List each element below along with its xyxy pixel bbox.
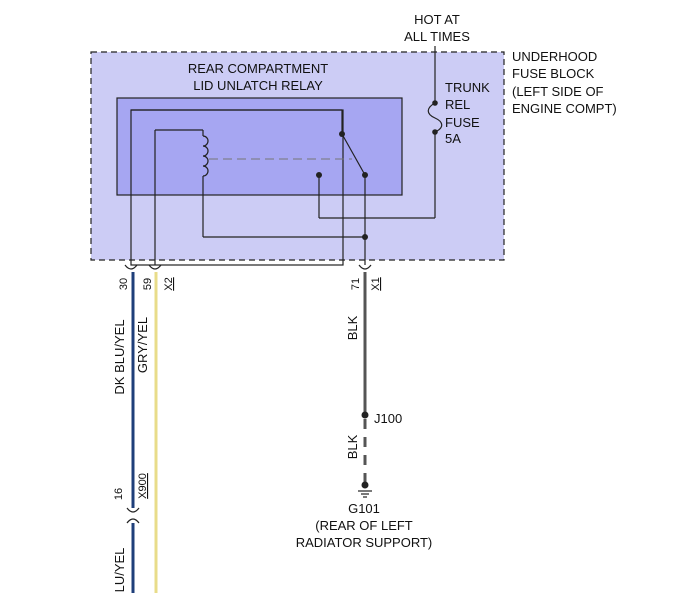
hot-label-line1: HOT AT [414, 12, 460, 27]
connector-x2-59 [148, 264, 162, 270]
hot-label-line2: ALL TIMES [404, 29, 470, 44]
pin-30-label: 30 [118, 278, 130, 290]
wire-label-blk-2: BLK [345, 434, 360, 459]
relay-outer-box [116, 97, 403, 196]
pin-16-label: 16 [113, 488, 125, 500]
wire-label-gry-yel: GRY/YEL [135, 317, 150, 373]
connector-x900-label: X900 [137, 473, 149, 499]
connector-x2-label: X2 [163, 277, 175, 290]
fuse-label-line1: TRUNK [445, 80, 490, 95]
splice-j100 [361, 411, 369, 419]
wire-label-blk-1: BLK [345, 315, 360, 340]
ground-label-line1: G101 [348, 501, 380, 516]
fuse-label-line4: 5A [445, 131, 461, 146]
relay-switch-arm [341, 133, 366, 176]
pin-71-label: 71 [350, 278, 362, 290]
connector-x900-bottom [126, 518, 140, 524]
fuse-label-line3: FUSE [445, 115, 480, 130]
fuse-block-label-line3: (LEFT SIDE OF [512, 84, 604, 99]
ground-label-line2: (REAR OF LEFT [315, 518, 413, 533]
fuse-label-line2: REL [445, 97, 470, 112]
connector-x1-label: X1 [370, 277, 382, 290]
fuse-block-label-line4: ENGINE COMPT) [512, 101, 617, 116]
ground-point [361, 481, 369, 489]
connector-x1-71 [358, 264, 372, 270]
relay-label-line1: REAR COMPARTMENT [188, 61, 328, 76]
fuse-symbol [427, 102, 443, 133]
connector-x2-30 [124, 264, 138, 270]
fuse-block-label-line1: UNDERHOOD [512, 49, 597, 64]
relay-nc-contact [316, 172, 322, 178]
coil-symbol [202, 135, 209, 177]
connector-x900-top [126, 507, 140, 513]
ground-label-line3: RADIATOR SUPPORT) [296, 535, 433, 550]
fuse-block-label-line2: FUSE BLOCK [512, 66, 595, 81]
relay-label-line2: LID UNLATCH RELAY [193, 78, 323, 93]
pin-59-label: 59 [142, 278, 154, 290]
splice-j100-label: J100 [374, 411, 402, 426]
wire-label-dk-blu-yel: DK BLU/YEL [112, 319, 127, 394]
wire-label-partial: LU/YEL [112, 548, 127, 593]
